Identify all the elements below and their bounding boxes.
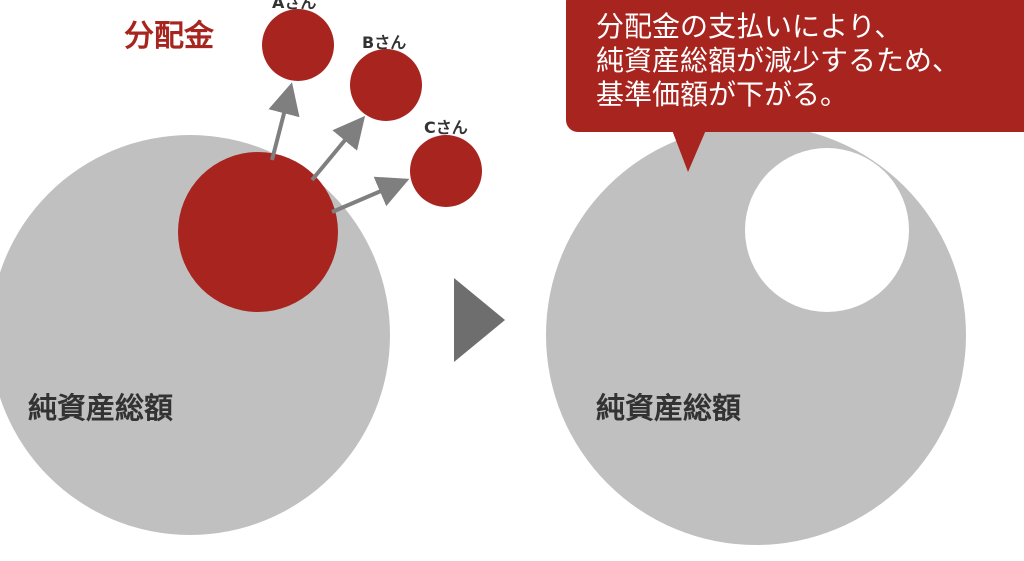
callout-line-1: 分配金の支払いにより、 bbox=[596, 10, 902, 43]
arrow-to-b bbox=[310, 115, 366, 182]
left-panel: 分配金 Aさん Bさん Cさん 純資産総額 bbox=[0, 0, 482, 535]
recipient-a-circle bbox=[262, 9, 334, 81]
net-assets-circle-after bbox=[546, 125, 966, 545]
distribution-circle bbox=[178, 152, 338, 312]
arrow-to-a bbox=[268, 82, 300, 161]
recipient-a-label: Aさん bbox=[272, 0, 316, 12]
distribution-label: 分配金 bbox=[124, 19, 215, 54]
recipient-c-circle bbox=[410, 135, 482, 207]
callout-bubble: 分配金の支払いにより、 純資産総額が減少するため、 基準価額が下がる。 bbox=[566, 0, 1024, 172]
callout-tail bbox=[672, 130, 706, 172]
recipient-b-circle bbox=[350, 49, 422, 121]
net-assets-label-before: 純資産総額 bbox=[28, 391, 173, 425]
removed-distribution-hole bbox=[745, 148, 909, 312]
callout-box bbox=[566, 0, 1024, 132]
recipient-b-label: Bさん bbox=[362, 33, 406, 52]
callout-line-3: 基準価額が下がる。 bbox=[596, 78, 848, 111]
play-triangle-icon bbox=[454, 278, 505, 362]
arrow-to-c bbox=[331, 176, 410, 214]
callout-line-2: 純資産総額が減少するため、 bbox=[596, 44, 960, 77]
right-panel: 純資産総額 分配金の支払いにより、 純資産総額が減少するため、 基準価額が下がる… bbox=[546, 0, 1024, 545]
recipient-c-label: Cさん bbox=[424, 118, 468, 137]
net-assets-label-after: 純資産総額 bbox=[596, 391, 741, 425]
